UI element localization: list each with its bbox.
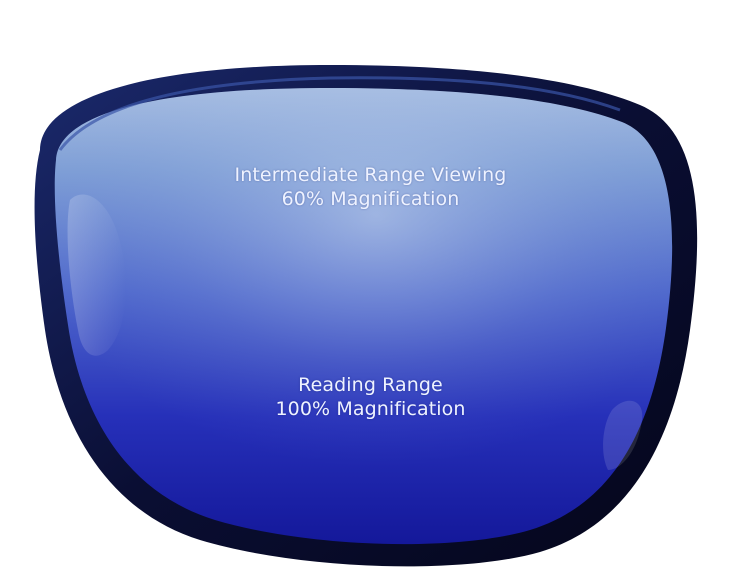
reading-zone-label: Reading Range 100% Magnification xyxy=(0,373,741,421)
lens-bevel-highlight xyxy=(67,194,126,356)
reading-zone-title: Reading Range xyxy=(298,374,443,396)
lens-glow xyxy=(54,88,673,545)
intermediate-zone-magnification: 60% Magnification xyxy=(281,188,460,210)
reading-zone-magnification: 100% Magnification xyxy=(275,398,466,420)
intermediate-zone-title: Intermediate Range Viewing xyxy=(234,164,507,186)
lens-reflection xyxy=(603,400,643,470)
rim-highlight xyxy=(58,76,621,151)
intermediate-zone-label: Intermediate Range Viewing 60% Magnifica… xyxy=(0,163,741,211)
